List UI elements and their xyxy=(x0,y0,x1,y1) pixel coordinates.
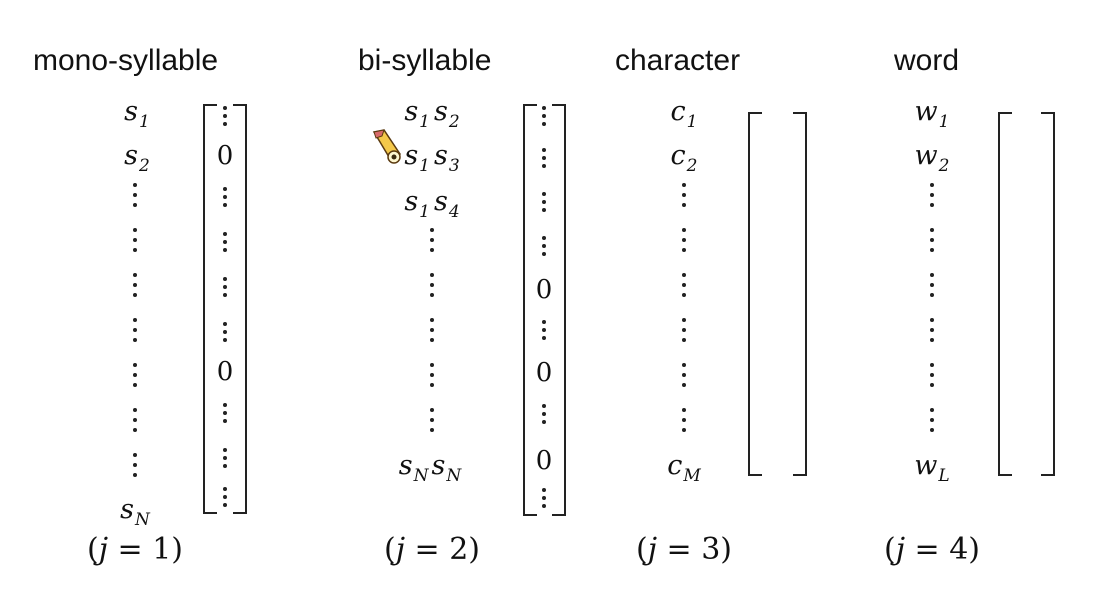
vector-right-bracket xyxy=(1041,112,1055,476)
vector-entry-ellipsis xyxy=(542,148,546,168)
label-w1: w1 xyxy=(914,96,950,132)
title-word: word xyxy=(894,44,960,77)
label-ellipsis xyxy=(133,363,137,389)
label-c2: c2 xyxy=(670,140,698,176)
label-ellipsis xyxy=(133,408,137,434)
label-ellipsis xyxy=(133,183,137,209)
label-ellipsis xyxy=(682,408,686,434)
vector-entry-ellipsis xyxy=(223,487,227,507)
vector-entry-zero: 0 xyxy=(535,446,553,476)
vector-left-bracket xyxy=(748,112,762,476)
vector-entry-ellipsis xyxy=(542,192,546,212)
label-wL: wL xyxy=(914,450,950,486)
label-s1: s1 xyxy=(124,96,150,132)
label-ellipsis xyxy=(682,228,686,254)
vector-entry-ellipsis xyxy=(223,277,227,297)
case-label-j1: (j = 1) xyxy=(86,532,184,567)
label-ellipsis xyxy=(930,273,934,299)
label-ellipsis xyxy=(430,363,434,389)
vector-entry-ellipsis xyxy=(542,106,546,126)
label-ellipsis xyxy=(930,183,934,209)
title-bi-syllable: bi-syllable xyxy=(358,44,492,77)
label-ellipsis xyxy=(430,318,434,344)
label-ellipsis xyxy=(930,228,934,254)
label-ellipsis xyxy=(930,318,934,344)
vector-left-bracket xyxy=(523,104,537,516)
vector-right-bracket xyxy=(233,104,247,514)
label-ellipsis xyxy=(682,363,686,389)
label-sN: sN xyxy=(120,494,150,530)
vector-entry-ellipsis xyxy=(223,232,227,252)
vector-entry-zero: 0 xyxy=(216,141,234,171)
label-c1: c1 xyxy=(670,96,698,132)
label-ellipsis xyxy=(682,183,686,209)
vector-entry-ellipsis xyxy=(542,404,546,424)
label-ellipsis xyxy=(682,273,686,299)
vector-entry-ellipsis xyxy=(542,236,546,256)
vector-entry-ellipsis xyxy=(223,322,227,342)
label-ellipsis xyxy=(133,318,137,344)
pencil-icon xyxy=(372,129,401,164)
label-ellipsis xyxy=(682,318,686,344)
label-ellipsis xyxy=(133,453,137,479)
label-ellipsis xyxy=(133,228,137,254)
label-s2: s2 xyxy=(124,140,150,176)
title-mono-syllable: mono-syllable xyxy=(33,44,219,77)
label-ellipsis xyxy=(430,228,434,254)
label-ellipsis xyxy=(430,273,434,299)
vector-entry-ellipsis xyxy=(223,106,227,126)
label-ellipsis xyxy=(930,363,934,389)
vector-left-bracket xyxy=(998,112,1012,476)
vector-entry-zero: 0 xyxy=(535,358,553,388)
title-character: character xyxy=(615,44,741,77)
case-label-j2: (j = 2) xyxy=(383,532,481,567)
vector-entry-ellipsis xyxy=(542,320,546,340)
vector-left-bracket xyxy=(203,104,217,514)
vector-right-bracket xyxy=(793,112,807,476)
label-w2: w2 xyxy=(914,140,950,176)
label-ellipsis xyxy=(133,273,137,299)
label-cM: cM xyxy=(667,450,701,486)
vector-entry-zero: 0 xyxy=(535,275,553,305)
label-ellipsis xyxy=(430,408,434,434)
case-label-j3: (j = 3) xyxy=(635,532,733,567)
vector-entry-ellipsis xyxy=(223,403,227,423)
vector-entry-ellipsis xyxy=(223,448,227,468)
vector-entry-zero: 0 xyxy=(216,357,234,387)
case-label-j4: (j = 4) xyxy=(883,532,981,567)
label-ellipsis xyxy=(930,408,934,434)
vector-entry-ellipsis xyxy=(542,488,546,508)
vector-right-bracket xyxy=(552,104,566,516)
vector-entry-ellipsis xyxy=(223,187,227,207)
